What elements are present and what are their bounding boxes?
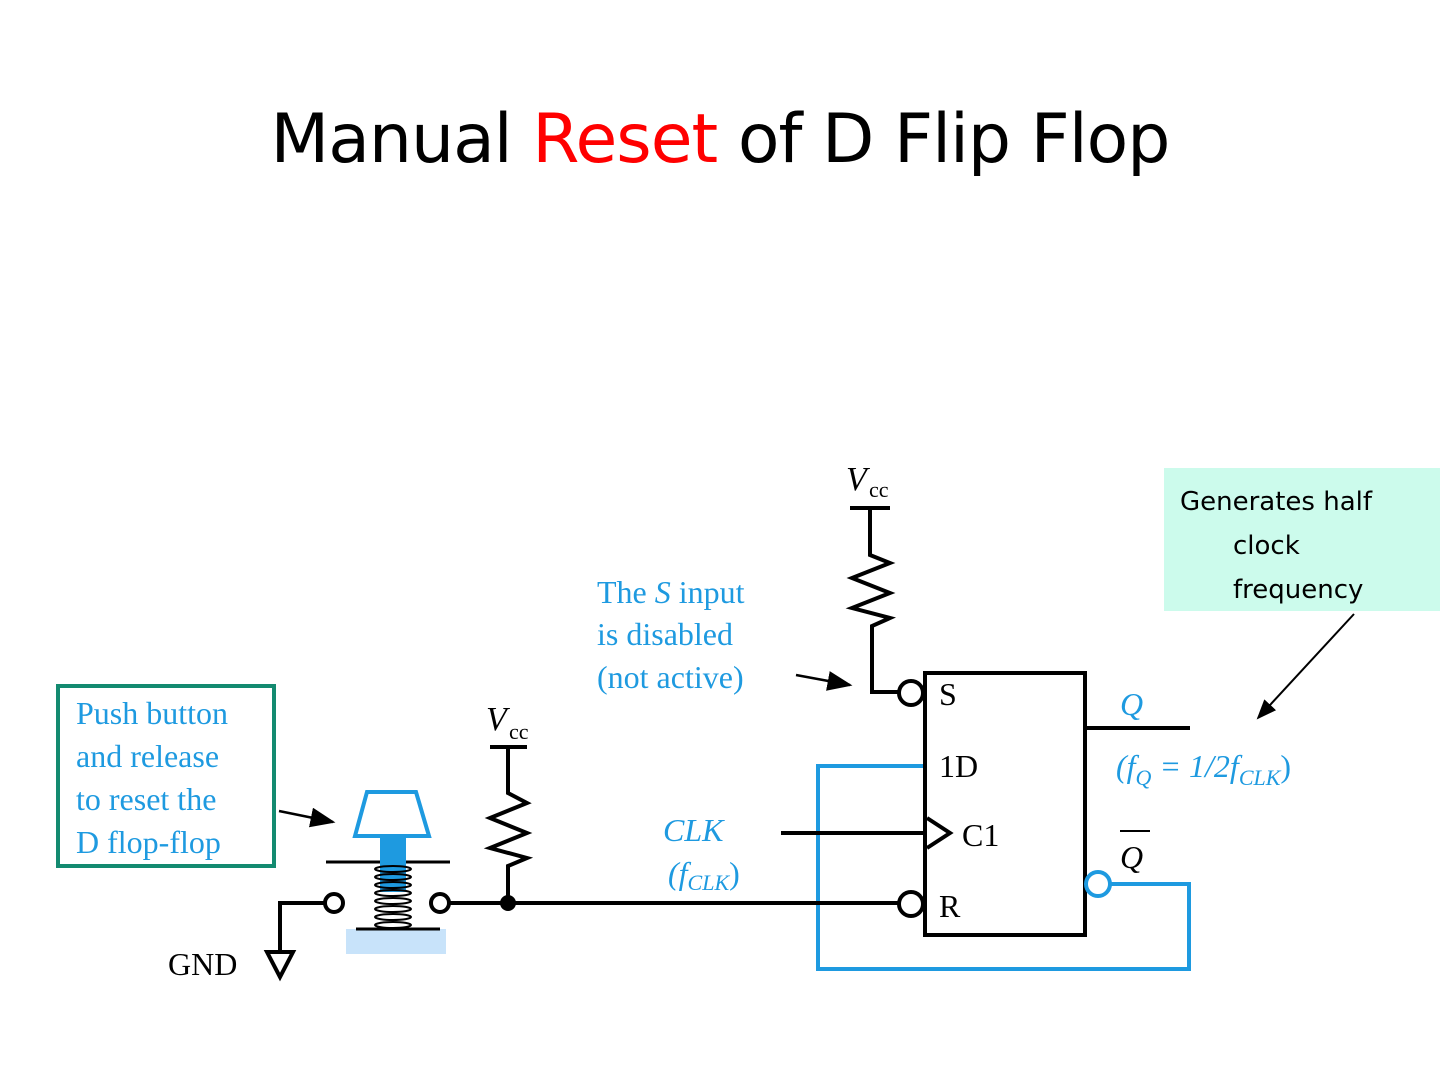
svg-text:to reset the: to reset the <box>76 781 216 817</box>
vcc-top-label: V <box>846 461 871 498</box>
junction-dot <box>500 895 516 911</box>
svg-text:The S input: The S input <box>597 574 745 610</box>
q-label: Q <box>1120 686 1143 722</box>
callout-half-clock: Generates half clock frequency <box>1164 468 1440 611</box>
qbar-inverter-bubble <box>1084 870 1112 898</box>
resistor-top <box>845 508 898 694</box>
button-base <box>346 929 446 954</box>
clk-label: CLK <box>663 812 725 848</box>
slide-title: Manual Reset of D Flip Flop <box>0 100 1440 179</box>
s-inverter-bubble <box>897 679 925 707</box>
feedback-wire <box>816 764 1191 971</box>
title-part2: of D Flip Flop <box>717 100 1171 179</box>
push-note-text: Push button and release to reset the D f… <box>76 695 228 860</box>
svg-text:is disabled: is disabled <box>597 616 733 652</box>
s-note-arrow <box>795 671 853 691</box>
push-note-box <box>56 684 276 868</box>
qbar-label: Q <box>1120 839 1143 875</box>
clk-freq-label: (fCLK) <box>668 855 740 895</box>
pin-r: R <box>939 888 961 924</box>
s-input-note: The S input is disabled (not active) <box>597 574 745 695</box>
resistor-bottom <box>483 747 534 903</box>
switch-contact-right <box>429 892 451 914</box>
callout-line-1: Generates half <box>1180 487 1373 517</box>
clock-triangle <box>925 816 954 850</box>
gnd-label: GND <box>168 946 237 982</box>
callout-line-3: frequency <box>1233 575 1364 605</box>
pin-1d: 1D <box>939 748 978 784</box>
svg-text:(not active): (not active) <box>597 659 744 695</box>
callout-arrow <box>1256 613 1355 720</box>
title-part1: Manual <box>270 100 533 179</box>
svg-text:Push button: Push button <box>76 695 228 731</box>
callout-line-2: clock <box>1233 531 1300 561</box>
switch-contact-left <box>323 892 345 914</box>
vcc-bottom-sub: cc <box>509 719 529 744</box>
button-cap <box>352 790 432 838</box>
title-highlight: Reset <box>532 100 718 179</box>
pin-c1: C1 <box>962 817 999 853</box>
flip-flop-body <box>923 671 1087 937</box>
vcc-top-sub: cc <box>869 477 889 502</box>
button-spring <box>374 865 412 929</box>
pin-s: S <box>939 676 957 712</box>
svg-text:D flop-flop: D flop-flop <box>76 824 221 860</box>
vcc-bottom-label: V <box>486 701 511 738</box>
ground-symbol <box>263 950 297 982</box>
fq-label: (fQ = 1/2fCLK) <box>1116 748 1291 790</box>
push-note-arrow <box>278 807 336 828</box>
button-stem <box>380 836 406 892</box>
r-inverter-bubble <box>897 890 925 918</box>
svg-text:and release: and release <box>76 738 219 774</box>
ground-wire <box>278 901 325 952</box>
